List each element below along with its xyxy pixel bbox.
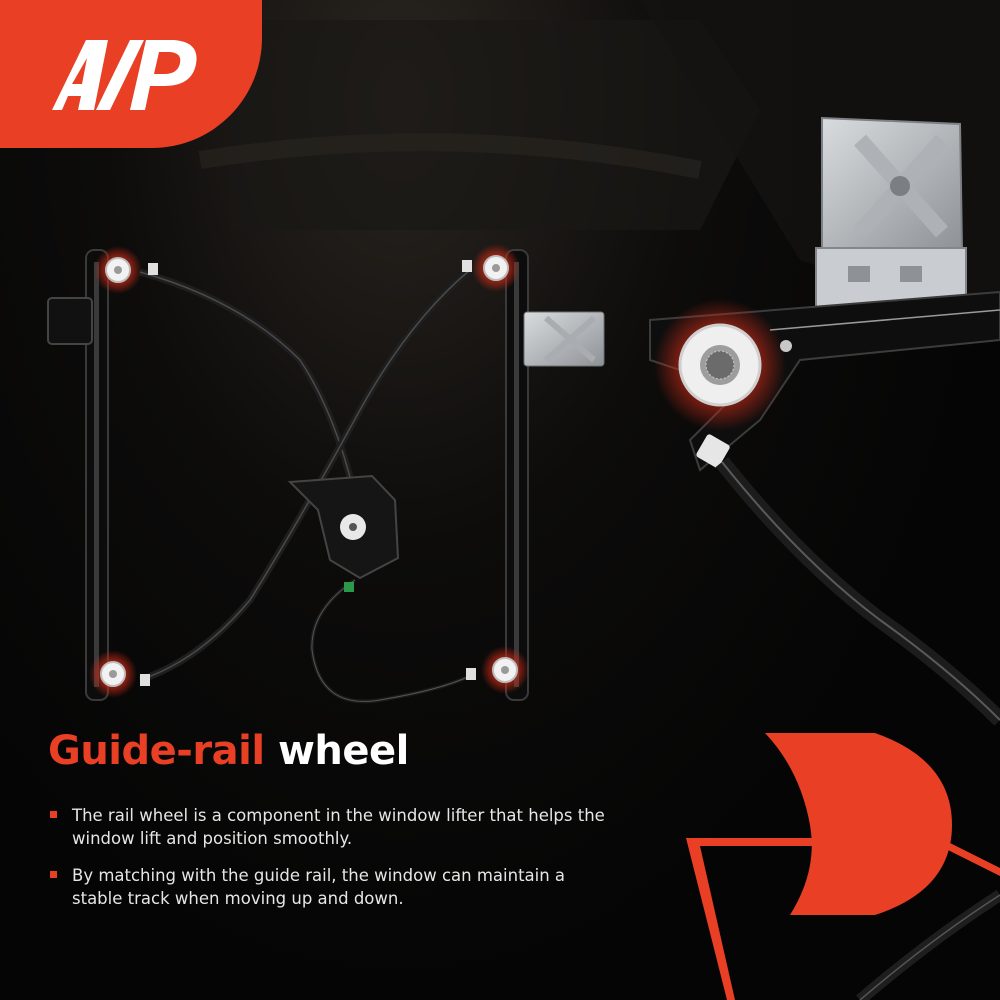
list-item: The rail wheel is a component in the win… [50, 804, 610, 850]
brand-logo [0, 0, 262, 148]
feature-list: The rail wheel is a component in the win… [50, 804, 610, 924]
bullet-text: By matching with the guide rail, the win… [72, 866, 566, 908]
ap-logo-icon [52, 40, 197, 110]
bullet-square-icon [50, 811, 57, 818]
bullet-square-icon [50, 871, 57, 878]
list-item: By matching with the guide rail, the win… [50, 864, 610, 910]
title-accent: Guide-rail [48, 728, 265, 774]
guide-rail-wheel-closeup-icon [649, 116, 1000, 726]
title-main: wheel [277, 728, 409, 774]
page-title: Guide-rail wheel [48, 728, 409, 774]
bullet-text: The rail wheel is a component in the win… [72, 806, 605, 848]
